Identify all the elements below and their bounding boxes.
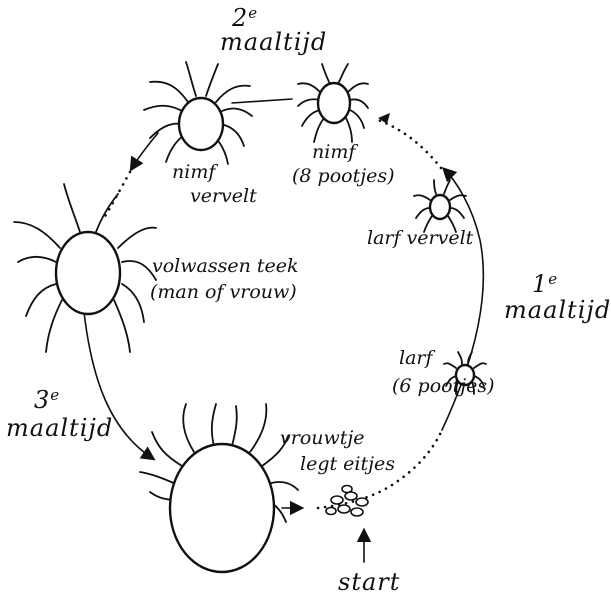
third-meal-number: 3e	[34, 386, 60, 414]
adult-label-line1: volwassen teek	[152, 255, 299, 277]
third-meal-arrow	[83, 311, 156, 461]
nymph-molts-arrow	[129, 132, 159, 172]
engorged-nymph-tick	[143, 61, 253, 165]
nymph-molts-label-line1: nimf	[172, 161, 218, 183]
larva-to-nymph-dotted-line	[376, 118, 443, 170]
nymph-tick	[297, 63, 369, 143]
first-meal-label: maaltijd	[504, 296, 611, 324]
larva-label-line2: (6 pootjes)	[392, 375, 495, 397]
female-label-line1: vrouwtje	[280, 427, 365, 449]
nymph-arrowhead	[378, 113, 390, 124]
second-meal-label: maaltijd	[220, 28, 327, 56]
larva-molts-label: larf vervelt	[367, 227, 474, 249]
first-meal-number: 1e	[532, 270, 558, 298]
larva-label-line1: larf	[399, 347, 435, 369]
adult-label-line2: (man of vrouw)	[150, 281, 297, 303]
larva-tick	[443, 351, 487, 395]
eggs-cluster	[325, 484, 369, 517]
nymph-label-line2: (8 pootjes)	[292, 165, 395, 187]
eggs-to-larva-dotted-line	[316, 428, 444, 510]
start-label: start	[338, 568, 400, 596]
third-meal-label: maaltijd	[6, 414, 113, 442]
second-meal-number: 2e	[231, 4, 258, 32]
molting-larva-tick	[413, 179, 467, 233]
female-tick-laying-eggs	[139, 403, 299, 574]
nymph-label-line1: nimf	[312, 141, 358, 163]
adult-tick	[13, 183, 157, 353]
nymph-molts-label-line2: vervelt	[190, 185, 257, 207]
second-meal-line	[231, 98, 293, 104]
female-label-line2: legt eitjes	[300, 453, 395, 475]
